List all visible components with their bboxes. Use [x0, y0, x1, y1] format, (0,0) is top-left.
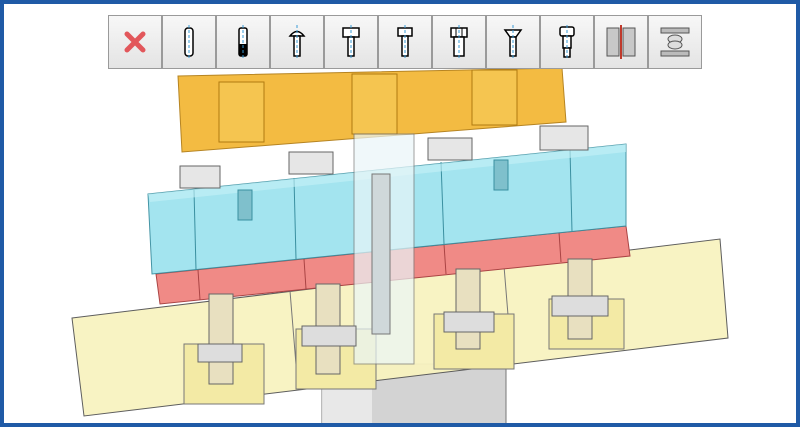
countersunk-screw-button[interactable]: [486, 15, 540, 69]
threaded-pin-button[interactable]: [216, 15, 270, 69]
threaded-pin-icon: [238, 25, 248, 59]
bolts: [179, 125, 609, 385]
hex-head-bolt-button[interactable]: [432, 15, 486, 69]
flat-head-screw-button[interactable]: [378, 15, 432, 69]
close-icon: [124, 31, 146, 53]
hex-head-bolt-icon: [450, 25, 468, 59]
bolt-4: [539, 125, 609, 340]
countersunk-screw-icon: [503, 25, 523, 59]
mold-assembly-view[interactable]: [4, 4, 800, 427]
bolt-3: [427, 137, 495, 350]
flat-head-screw-icon: [397, 25, 413, 59]
shoulder-screw-icon: [559, 25, 575, 59]
section-view-icon: [606, 25, 636, 59]
bolt-2: [288, 151, 357, 375]
dowel-pin-icon: [184, 25, 194, 59]
round-head-screw-button[interactable]: [270, 15, 324, 69]
close-button[interactable]: [108, 15, 162, 69]
orange-top-plate: [177, 67, 567, 153]
bolt-1: [179, 165, 243, 385]
shoulder-screw-button[interactable]: [540, 15, 594, 69]
dowel-pin-button[interactable]: [162, 15, 216, 69]
nut-washer-icon: [660, 27, 690, 57]
nut-washer-button[interactable]: [648, 15, 702, 69]
round-head-screw-icon: [288, 25, 306, 59]
socket-head-screw-icon: [342, 25, 360, 59]
socket-head-screw-button[interactable]: [324, 15, 378, 69]
center-shaft: [353, 133, 415, 365]
section-view-button[interactable]: [594, 15, 648, 69]
fastener-toolbar: [108, 15, 702, 69]
